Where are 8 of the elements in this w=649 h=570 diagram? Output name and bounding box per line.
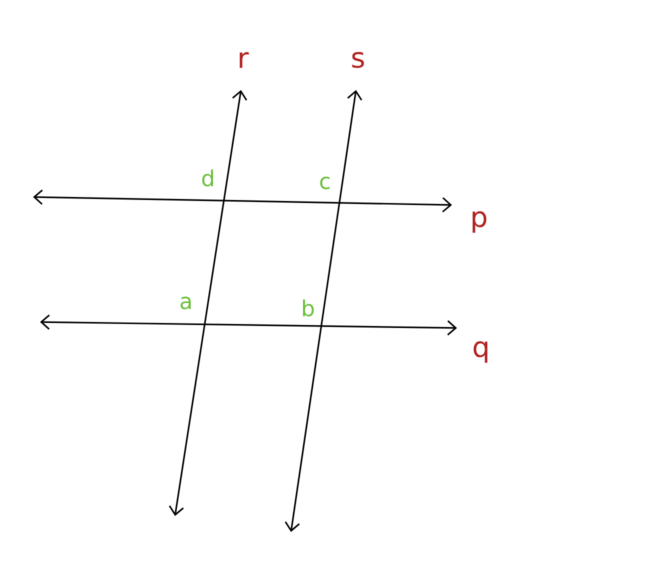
line-label: c [320,176,330,190]
line-label: a [180,296,191,310]
line-label: q [474,341,488,363]
line-label: b [303,299,314,316]
line-label: r [240,52,249,68]
line-label: p [472,211,486,233]
line-label: d [202,169,213,186]
line-label: s [352,52,364,68]
